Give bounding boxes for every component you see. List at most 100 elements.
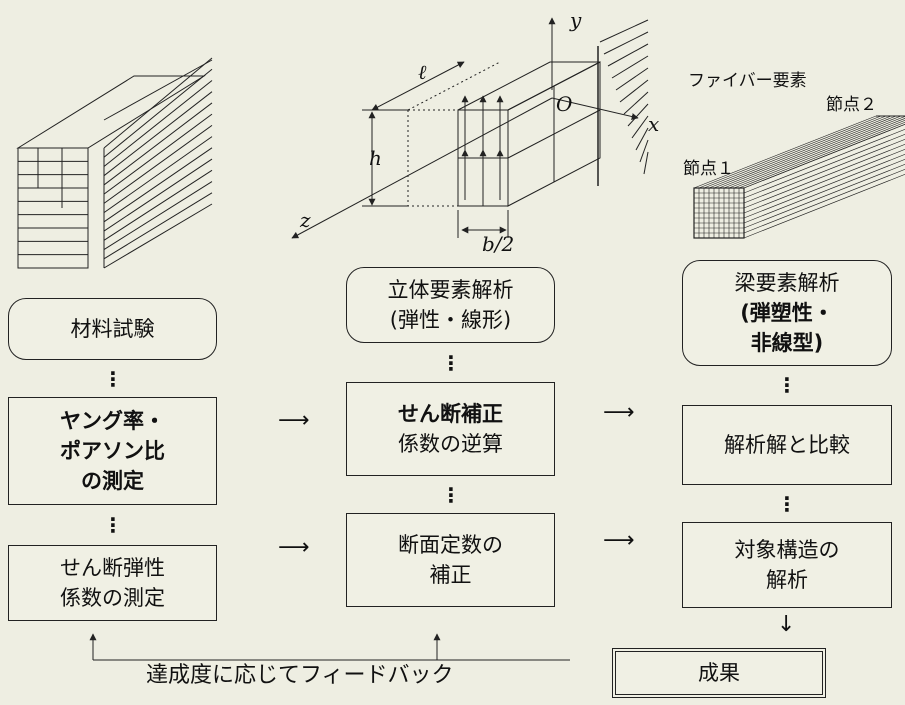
right-dots-1: ⋮ bbox=[777, 373, 797, 397]
wall-hatch bbox=[611, 55, 649, 79]
target-structure-box: 対象構造の 解析 bbox=[682, 522, 892, 608]
lumber-side-layer bbox=[103, 113, 213, 195]
result-box: 成果 bbox=[612, 648, 826, 698]
shear-modulus-box: せん断弾性 係数の測定 bbox=[8, 545, 217, 621]
wall-hatch bbox=[631, 115, 649, 139]
fiber-side-line bbox=[743, 153, 905, 219]
lumber-front-face bbox=[17, 147, 89, 269]
x-axis bbox=[551, 97, 639, 120]
fiber-side-line bbox=[743, 173, 905, 239]
solid-analysis-line2: (弾性・線形) bbox=[389, 308, 512, 332]
fiber-top-line bbox=[708, 115, 892, 189]
length-label: ℓ bbox=[418, 60, 427, 84]
youngs-modulus-box: ヤング率・ ポアソン比 の測定 bbox=[8, 397, 217, 505]
lumber-specimen-sketch bbox=[16, 57, 213, 269]
fiber-side-line bbox=[743, 143, 905, 209]
fiber-side-line bbox=[743, 163, 905, 229]
lumber-side-layer bbox=[103, 102, 213, 186]
middle-dots-1: ⋮ bbox=[441, 351, 461, 375]
block-top-face bbox=[457, 61, 601, 111]
beam-analysis-line1: 梁要素解析 bbox=[734, 271, 840, 295]
fiber-top-line bbox=[698, 115, 882, 189]
fiber-top-line bbox=[723, 116, 905, 189]
fiber-element-label: ファイバー要素 bbox=[688, 71, 807, 91]
lumber-side-layer bbox=[103, 124, 213, 204]
lumber-side-layer bbox=[103, 136, 213, 214]
wall-hatch bbox=[619, 79, 649, 103]
ghost-front-face bbox=[407, 109, 459, 207]
fiber-side-line bbox=[743, 123, 905, 189]
lumber-side-layer bbox=[103, 158, 213, 232]
lumber-top-edge bbox=[103, 59, 213, 121]
lumber-side-layer bbox=[103, 57, 213, 149]
fiber-side-line bbox=[743, 128, 905, 194]
feedback-lines bbox=[89, 633, 570, 661]
lumber-side-layer bbox=[103, 203, 213, 269]
wall-hatch bbox=[615, 67, 649, 91]
shear-correction-box: せん断補正 係数の逆算 bbox=[346, 382, 555, 476]
lumber-side-layer bbox=[103, 68, 213, 158]
lumber-side-layer bbox=[103, 80, 213, 167]
middle-dots-2: ⋮ bbox=[441, 483, 461, 507]
wall-hatch bbox=[643, 151, 649, 175]
wall-hatch bbox=[607, 43, 649, 67]
node1-label: 節点１ bbox=[683, 159, 734, 179]
z-axis-label: z bbox=[300, 208, 311, 232]
fiber-top-line bbox=[738, 122, 905, 189]
fiber-top-line bbox=[713, 115, 897, 189]
wall-hatch bbox=[603, 31, 649, 55]
left-dots-2: ⋮ bbox=[103, 513, 123, 537]
fiber-top-line bbox=[728, 118, 905, 189]
section-constant-box: 断面定数の 補正 bbox=[346, 513, 555, 607]
beam-element-analysis-box: 梁要素解析 (弾塑性・ 非線型) bbox=[682, 260, 892, 366]
half-width-label: b/2 bbox=[482, 232, 515, 256]
fiber-side-line bbox=[743, 138, 905, 204]
beam-analysis-line2: (弾塑性・ bbox=[740, 301, 834, 325]
youngs-modulus-line1: ヤング率・ bbox=[60, 409, 165, 433]
fiber-top-line bbox=[718, 115, 902, 189]
height-label: h bbox=[369, 146, 382, 170]
shear-modulus-line1: せん断弾性 bbox=[60, 556, 165, 580]
target-structure-line1: 対象構造の bbox=[734, 538, 840, 562]
fiber-beam-sketch bbox=[693, 115, 905, 239]
fiber-side-line bbox=[743, 168, 905, 234]
solid-analysis-line1: 立体要素解析 bbox=[387, 278, 514, 302]
left-dots-1: ⋮ bbox=[103, 367, 123, 391]
fiber-side-line bbox=[743, 133, 905, 199]
lumber-top-face bbox=[16, 75, 206, 149]
material-test-text: 材料試験 bbox=[70, 317, 155, 341]
solid-element-analysis-box: 立体要素解析 (弾性・線形) bbox=[346, 267, 555, 343]
lumber-side-layer bbox=[103, 169, 213, 241]
compare-analytical-box: 解析解と比較 bbox=[682, 405, 892, 485]
down-arrow-to-result: ↓ bbox=[777, 612, 796, 637]
feedback-label: 達成度に応じてフィードバック bbox=[146, 663, 454, 688]
beam-analysis-line3: 非線型) bbox=[750, 331, 824, 355]
result-text: 成果 bbox=[698, 661, 740, 685]
arrow-middle-to-right-1: ⟶ bbox=[603, 400, 635, 425]
wall-hatch bbox=[639, 139, 649, 163]
lumber-side-layer bbox=[103, 181, 213, 250]
length-dimension bbox=[371, 61, 465, 111]
lumber-side-layer bbox=[103, 91, 213, 177]
node2-label: 節点２ bbox=[826, 95, 877, 115]
fiber-side-line bbox=[743, 158, 905, 224]
x-axis-label: x bbox=[648, 112, 660, 136]
wall-hatch bbox=[599, 19, 649, 43]
origin-label: O bbox=[556, 92, 573, 116]
youngs-modulus-line2: ポアソン比 bbox=[60, 439, 165, 463]
shear-correction-line2: 係数の逆算 bbox=[398, 432, 503, 456]
shear-correction-line1: せん断補正 bbox=[398, 402, 503, 426]
z-axis bbox=[291, 97, 553, 239]
fiber-side-line bbox=[743, 148, 905, 214]
block-side-face bbox=[507, 61, 601, 207]
lumber-side-layer bbox=[103, 192, 213, 260]
solid-element-model-sketch bbox=[291, 17, 649, 239]
shear-modulus-line2: 係数の測定 bbox=[60, 586, 165, 610]
right-dots-2: ⋮ bbox=[777, 492, 797, 516]
lumber-side-layer bbox=[103, 147, 213, 223]
section-constant-line2: 補正 bbox=[429, 563, 472, 587]
youngs-modulus-line3: の測定 bbox=[81, 469, 144, 493]
fiber-top-line bbox=[733, 120, 905, 189]
wall-hatch bbox=[635, 127, 649, 151]
